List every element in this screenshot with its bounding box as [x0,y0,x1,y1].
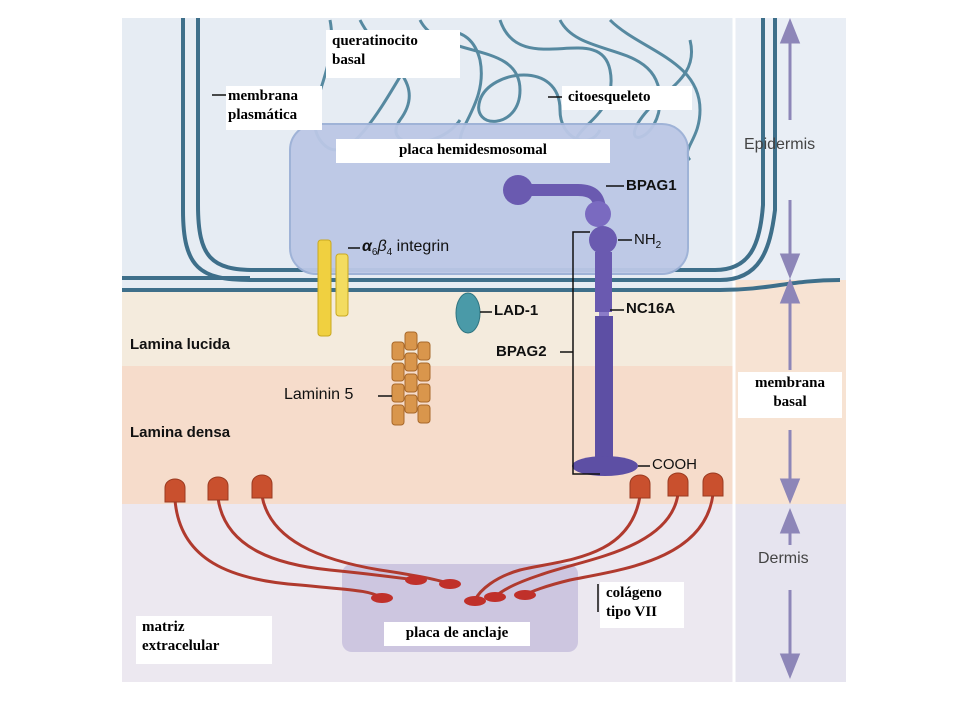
label-placa-anclaje: placa de anclaje [384,622,530,646]
collagen-lamina-ends [164,472,724,503]
leader-lines [212,94,650,612]
side-arrows [779,17,801,680]
collagen-anchoring-ends [371,575,536,606]
laminin-5 [391,331,431,426]
label-bpag1: BPAG1 [626,177,677,194]
integrin-a6b4 [317,239,349,337]
label-lamina-lucida: Lamina lucida [130,336,231,353]
label-citoesqueleto: citoesqueleto [562,86,692,110]
label-integrin: α6β4 integrin [362,238,450,259]
label-bpag2: BPAG2 [496,343,547,360]
label-placa-hemidesmosomal: placa hemidesmosomal [336,139,610,163]
label-lad1: LAD-1 [494,302,539,319]
label-lamina-densa: Lamina densa [130,424,231,441]
bpag2-bracket [572,231,600,475]
bpag2-protein [572,226,638,476]
lad1-protein [455,292,481,334]
label-dermis: Dermis [758,550,809,567]
label-epidermis: Epidermis [744,136,816,153]
label-nc16a: NC16A [626,300,676,317]
collagen-vii-fibers [173,493,715,601]
label-cooh: COOH [652,456,697,473]
label-nh2: NH2 [634,231,662,251]
label-laminin5: Laminin 5 [284,386,354,403]
bpag1-protein [503,175,611,227]
